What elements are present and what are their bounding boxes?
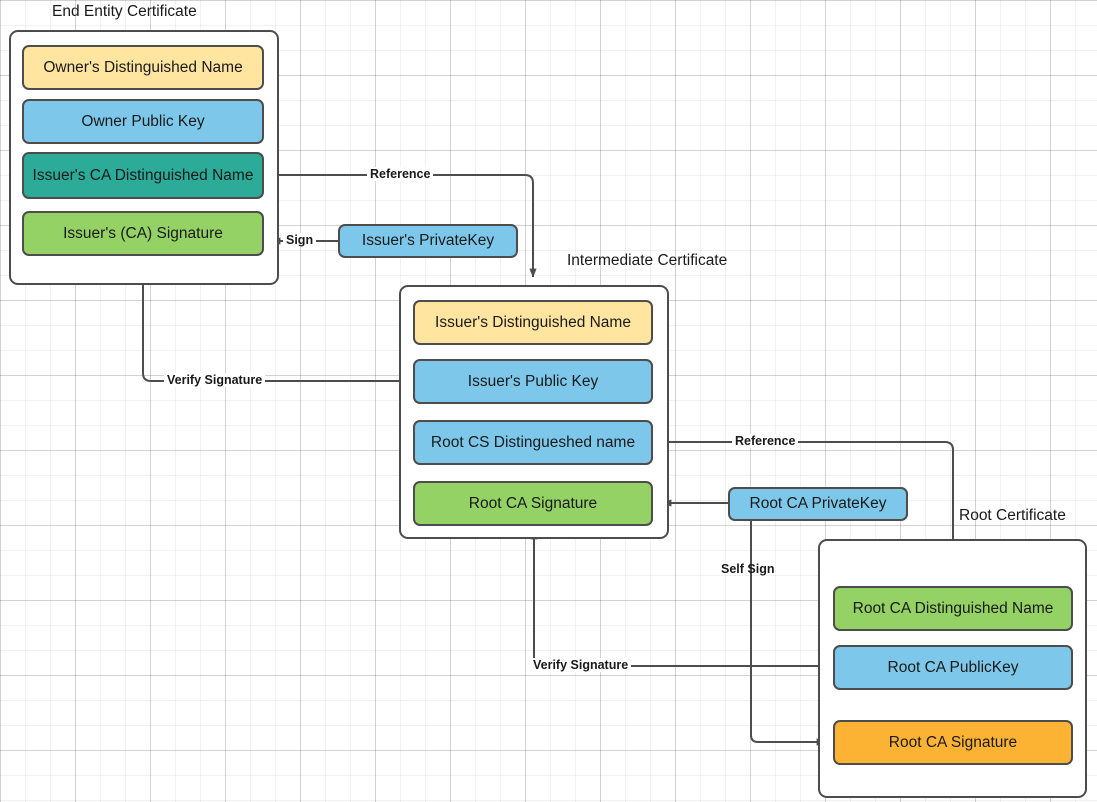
group-title-root: Root Certificate — [959, 507, 1066, 524]
field-issuer-public-key[interactable]: Issuer's Public Key — [413, 359, 653, 404]
edge-label-verify-signature-bottom: Verify Signature — [530, 658, 632, 672]
edge-label-self-sign: Self Sign — [721, 562, 775, 576]
node-root-ca-privatekey[interactable]: Root CA PrivateKey — [728, 487, 908, 521]
field-issuer-ca-signature[interactable]: Issuer's (CA) Signature — [22, 211, 264, 256]
field-root-ca-signature-root[interactable]: Root CA Signature — [833, 720, 1073, 765]
edge-label-reference-bottom: Reference — [732, 434, 799, 448]
field-root-ca-distinguished-name[interactable]: Root CA Distinguished Name — [833, 586, 1073, 631]
field-root-ca-signature-intermediate[interactable]: Root CA Signature — [413, 481, 653, 526]
field-root-ca-publickey[interactable]: Root CA PublicKey — [833, 645, 1073, 690]
edge-self-sign — [750, 520, 826, 746]
edge-label-verify-signature-top: Verify Signature — [164, 373, 266, 387]
edge-label-sign: Sign — [283, 233, 317, 247]
edge-label-reference-top: Reference — [367, 167, 434, 181]
field-issuer-distinguished-name[interactable]: Issuer's Distinguished Name — [413, 300, 653, 345]
group-title-intermediate: Intermediate Certificate — [567, 252, 728, 269]
field-root-cs-distingueshed-name[interactable]: Root CS Distingueshed name — [413, 420, 653, 465]
node-issuers-privatekey[interactable]: Issuer's PrivateKey — [338, 224, 518, 258]
edge-verify-signature-bottom — [530, 530, 833, 667]
group-title-end-entity: End Entity Certificate — [52, 3, 197, 20]
field-owner-public-key[interactable]: Owner Public Key — [22, 99, 264, 144]
field-owner-distinguished-name[interactable]: Owner's Distinguished Name — [22, 45, 264, 90]
field-issuer-ca-distinguished-name[interactable]: Issuer's CA Distinguished Name — [22, 152, 264, 199]
